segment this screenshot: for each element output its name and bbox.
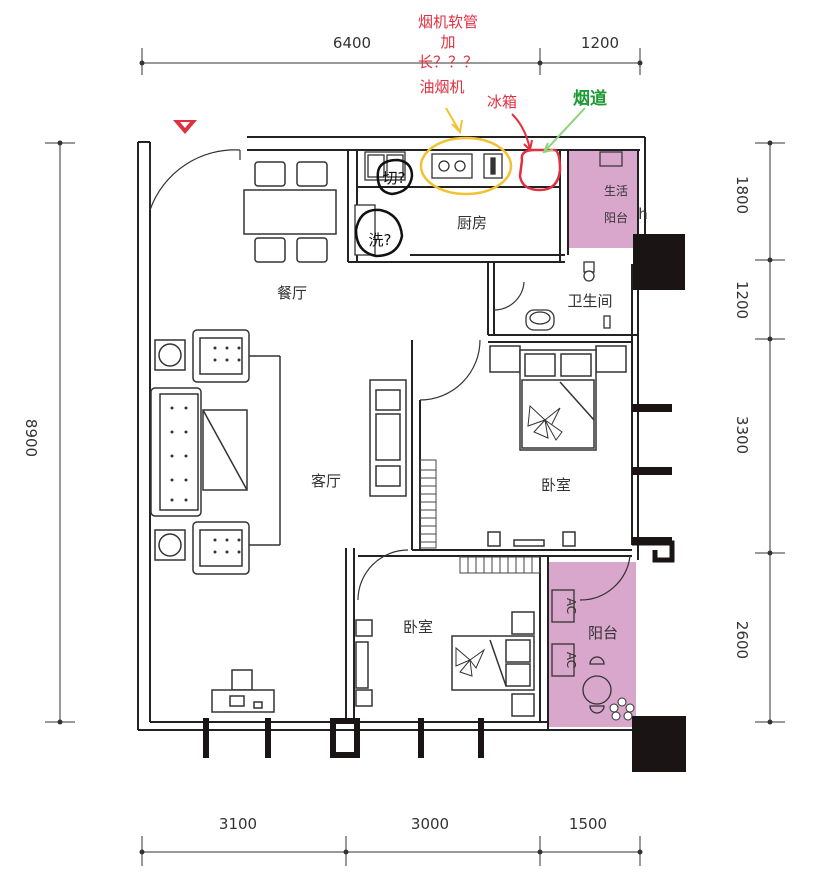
room-label-dining: 餐厅 — [277, 284, 307, 302]
dim-right-1800: 1800 — [733, 176, 751, 214]
dim-left-8900: 8900 — [22, 419, 40, 457]
room-label-kitchen: 厨房 — [457, 214, 487, 232]
annotation-hose-line3: 长？？？ — [418, 53, 478, 71]
annotation-hose-line1: 烟机软管 — [418, 13, 478, 31]
bathroom-fixtures — [525, 261, 611, 331]
annotation-flue: 烟道 — [573, 88, 607, 109]
pinwheel-2 — [455, 646, 486, 677]
wash-circle — [354, 208, 404, 258]
room-label-service-balcony-line1: 生活 — [604, 184, 628, 198]
bed-2 — [355, 611, 535, 717]
dim-bottom-1500: 1500 — [569, 815, 607, 833]
range-hood-circle — [419, 136, 513, 196]
wardrobe-2 — [459, 556, 541, 574]
bed-1 — [487, 345, 627, 547]
sofa-set — [150, 329, 281, 575]
tv-cabinet — [369, 379, 407, 497]
room-label-balcony: 阳台 — [588, 624, 618, 642]
ac-label-2: AC — [564, 652, 578, 668]
fridge-arrow — [511, 113, 533, 153]
entrance-door — [149, 149, 241, 211]
flower-icon — [609, 697, 635, 721]
wardrobe-1 — [419, 459, 437, 549]
desk — [211, 669, 275, 713]
room-label-bedroom-2: 卧室 — [403, 618, 433, 636]
cut-circle — [376, 158, 414, 196]
room-label-bedroom-1: 卧室 — [541, 476, 571, 494]
dim-top-6400: 6400 — [333, 34, 371, 52]
annotation-cut: 切? — [383, 169, 406, 187]
dim-top-1200: 1200 — [581, 34, 619, 52]
room-label-bathroom: 卫生间 — [567, 292, 612, 310]
balcony-fixtures — [551, 589, 612, 714]
flue-arrow — [542, 107, 586, 154]
dimension-lines — [45, 48, 785, 866]
pinwheel-1 — [527, 404, 563, 441]
dim-right-1200: 1200 — [733, 281, 751, 319]
service-balcony-fixtures — [599, 151, 623, 167]
fridge-circle — [518, 148, 562, 192]
interior-doors — [357, 281, 631, 601]
dining-table — [243, 161, 337, 263]
dim-right-3300: 3300 — [733, 416, 751, 454]
walls — [137, 136, 646, 731]
service-balcony-fill — [568, 150, 638, 248]
dim-right-2600: 2600 — [733, 621, 751, 659]
annotation-hose-line2: 加 — [440, 33, 455, 51]
room-label-living: 客厅 — [311, 472, 341, 490]
annotation-range-hood: 油烟机 — [419, 78, 464, 96]
range-hood-arrow — [445, 107, 463, 135]
service-balcony-mark: h — [638, 205, 648, 223]
annotation-wash: 洗? — [369, 231, 392, 249]
sofa-cushion-dots — [170, 346, 241, 554]
dim-bottom-3000: 3000 — [411, 815, 449, 833]
ac-label-1: AC — [564, 598, 578, 614]
dimension-ticks — [57, 60, 773, 855]
room-label-service-balcony-line2: 阳台 — [604, 210, 628, 225]
dim-bottom-3100: 3100 — [219, 815, 257, 833]
window-blocks — [203, 234, 686, 772]
annotation-fridge: 冰箱 — [487, 93, 517, 111]
